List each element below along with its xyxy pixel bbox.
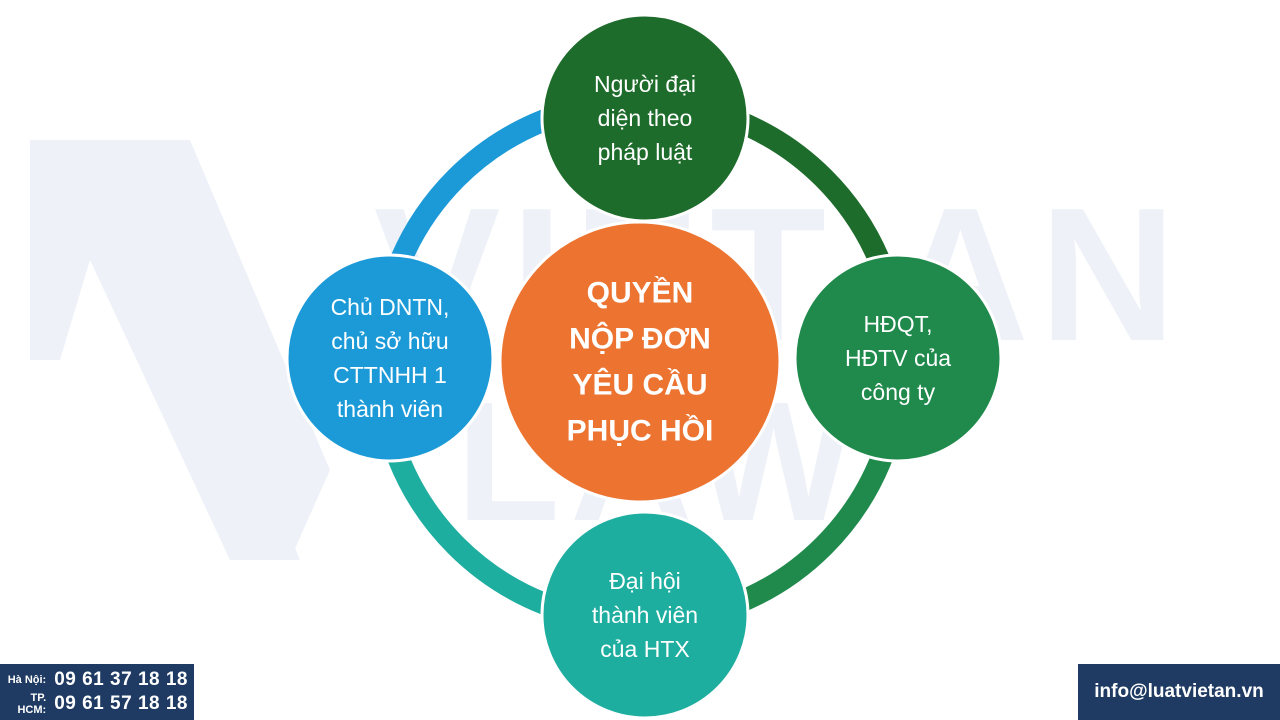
- node-board-council-line-2: HĐTV của: [845, 345, 951, 371]
- center-title-line-1: QUYỀN: [587, 276, 694, 310]
- node-board-council-line-3: công ty: [861, 379, 936, 405]
- node-coop-assembly: Đại hội thành viên của HTX: [540, 510, 750, 720]
- node-owner-line-3: CTTNHH 1: [333, 362, 447, 388]
- node-owner-line-2: chủ sở hữu: [331, 328, 448, 354]
- node-coop-assembly-line-2: thành viên: [592, 602, 698, 628]
- hcm-label: TP. HCM:: [17, 692, 47, 716]
- hanoi-phone[interactable]: 09 61 37 18 18: [54, 669, 188, 690]
- node-owner-line-1: Chủ DNTN,: [331, 294, 450, 320]
- phone-contact-box: Hà Nội: 09 61 37 18 18 TP. HCM: 09 61 57…: [0, 664, 194, 720]
- center-node: QUYỀN NỘP ĐƠN YÊU CẦU PHỤC HỒI: [498, 220, 782, 504]
- hcm-contact-row: TP. HCM: 09 61 57 18 18: [6, 692, 188, 716]
- hcm-phone[interactable]: 09 61 57 18 18: [54, 693, 188, 714]
- node-legal-representative-line-3: pháp luật: [598, 139, 693, 165]
- node-legal-representative: Người đại diện theo pháp luật: [540, 13, 750, 223]
- hanoi-label: Hà Nội:: [7, 674, 47, 686]
- node-coop-assembly-circle: [540, 510, 750, 720]
- center-title-line-2: NỘP ĐƠN: [569, 322, 711, 356]
- node-coop-assembly-line-1: Đại hội: [609, 568, 681, 594]
- node-owner-line-4: thành viên: [337, 396, 443, 422]
- center-title-circle: [498, 220, 782, 504]
- center-title-line-4: PHỤC HỒI: [567, 414, 714, 448]
- center-title: QUYỀN NỘP ĐƠN YÊU CẦU PHỤC HỒI: [498, 220, 782, 504]
- node-owner-circle: [285, 253, 495, 463]
- node-board-council: HĐQT, HĐTV của công ty: [793, 253, 1003, 463]
- node-board-council-circle: [793, 253, 1003, 463]
- node-legal-representative-line-1: Người đại: [594, 71, 696, 97]
- node-legal-representative-line-2: diện theo: [598, 105, 693, 131]
- center-title-line-3: YÊU CẦU: [572, 368, 707, 402]
- email-contact-box: info@luatvietan.vn: [1078, 664, 1280, 720]
- email-link[interactable]: info@luatvietan.vn: [1094, 681, 1264, 702]
- node-board-council-line-1: HĐQT,: [864, 311, 933, 337]
- hanoi-contact-row: Hà Nội: 09 61 37 18 18: [6, 668, 188, 692]
- watermark-logo-chevron-2: [130, 340, 300, 560]
- node-coop-assembly-line-3: của HTX: [600, 636, 689, 662]
